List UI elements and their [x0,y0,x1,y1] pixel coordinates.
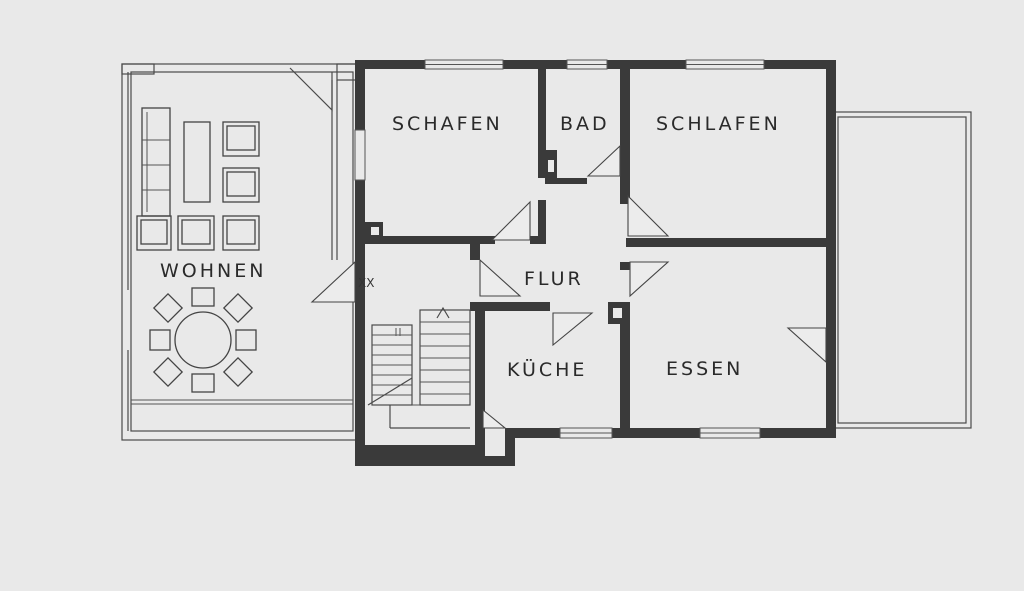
doors [310,144,827,429]
living-furniture [136,107,260,251]
staircase [367,306,471,429]
room-label-essen: ESSEN [666,358,743,380]
room-label-flur: FLUR [524,268,584,290]
room-label-schafen: SCHAFEN [392,113,503,135]
room-label-schlafen: SCHLAFEN [656,113,781,135]
room-label-kueche: KÜCHE [507,358,587,381]
chimney-mark: XX [358,276,374,290]
room-label-wohnen: WOHNEN [160,260,266,282]
terrace [832,111,972,429]
room-label-bad: BAD [560,113,610,135]
windows [354,59,765,439]
dining-table-round [149,287,257,393]
living-room-area [121,63,358,441]
